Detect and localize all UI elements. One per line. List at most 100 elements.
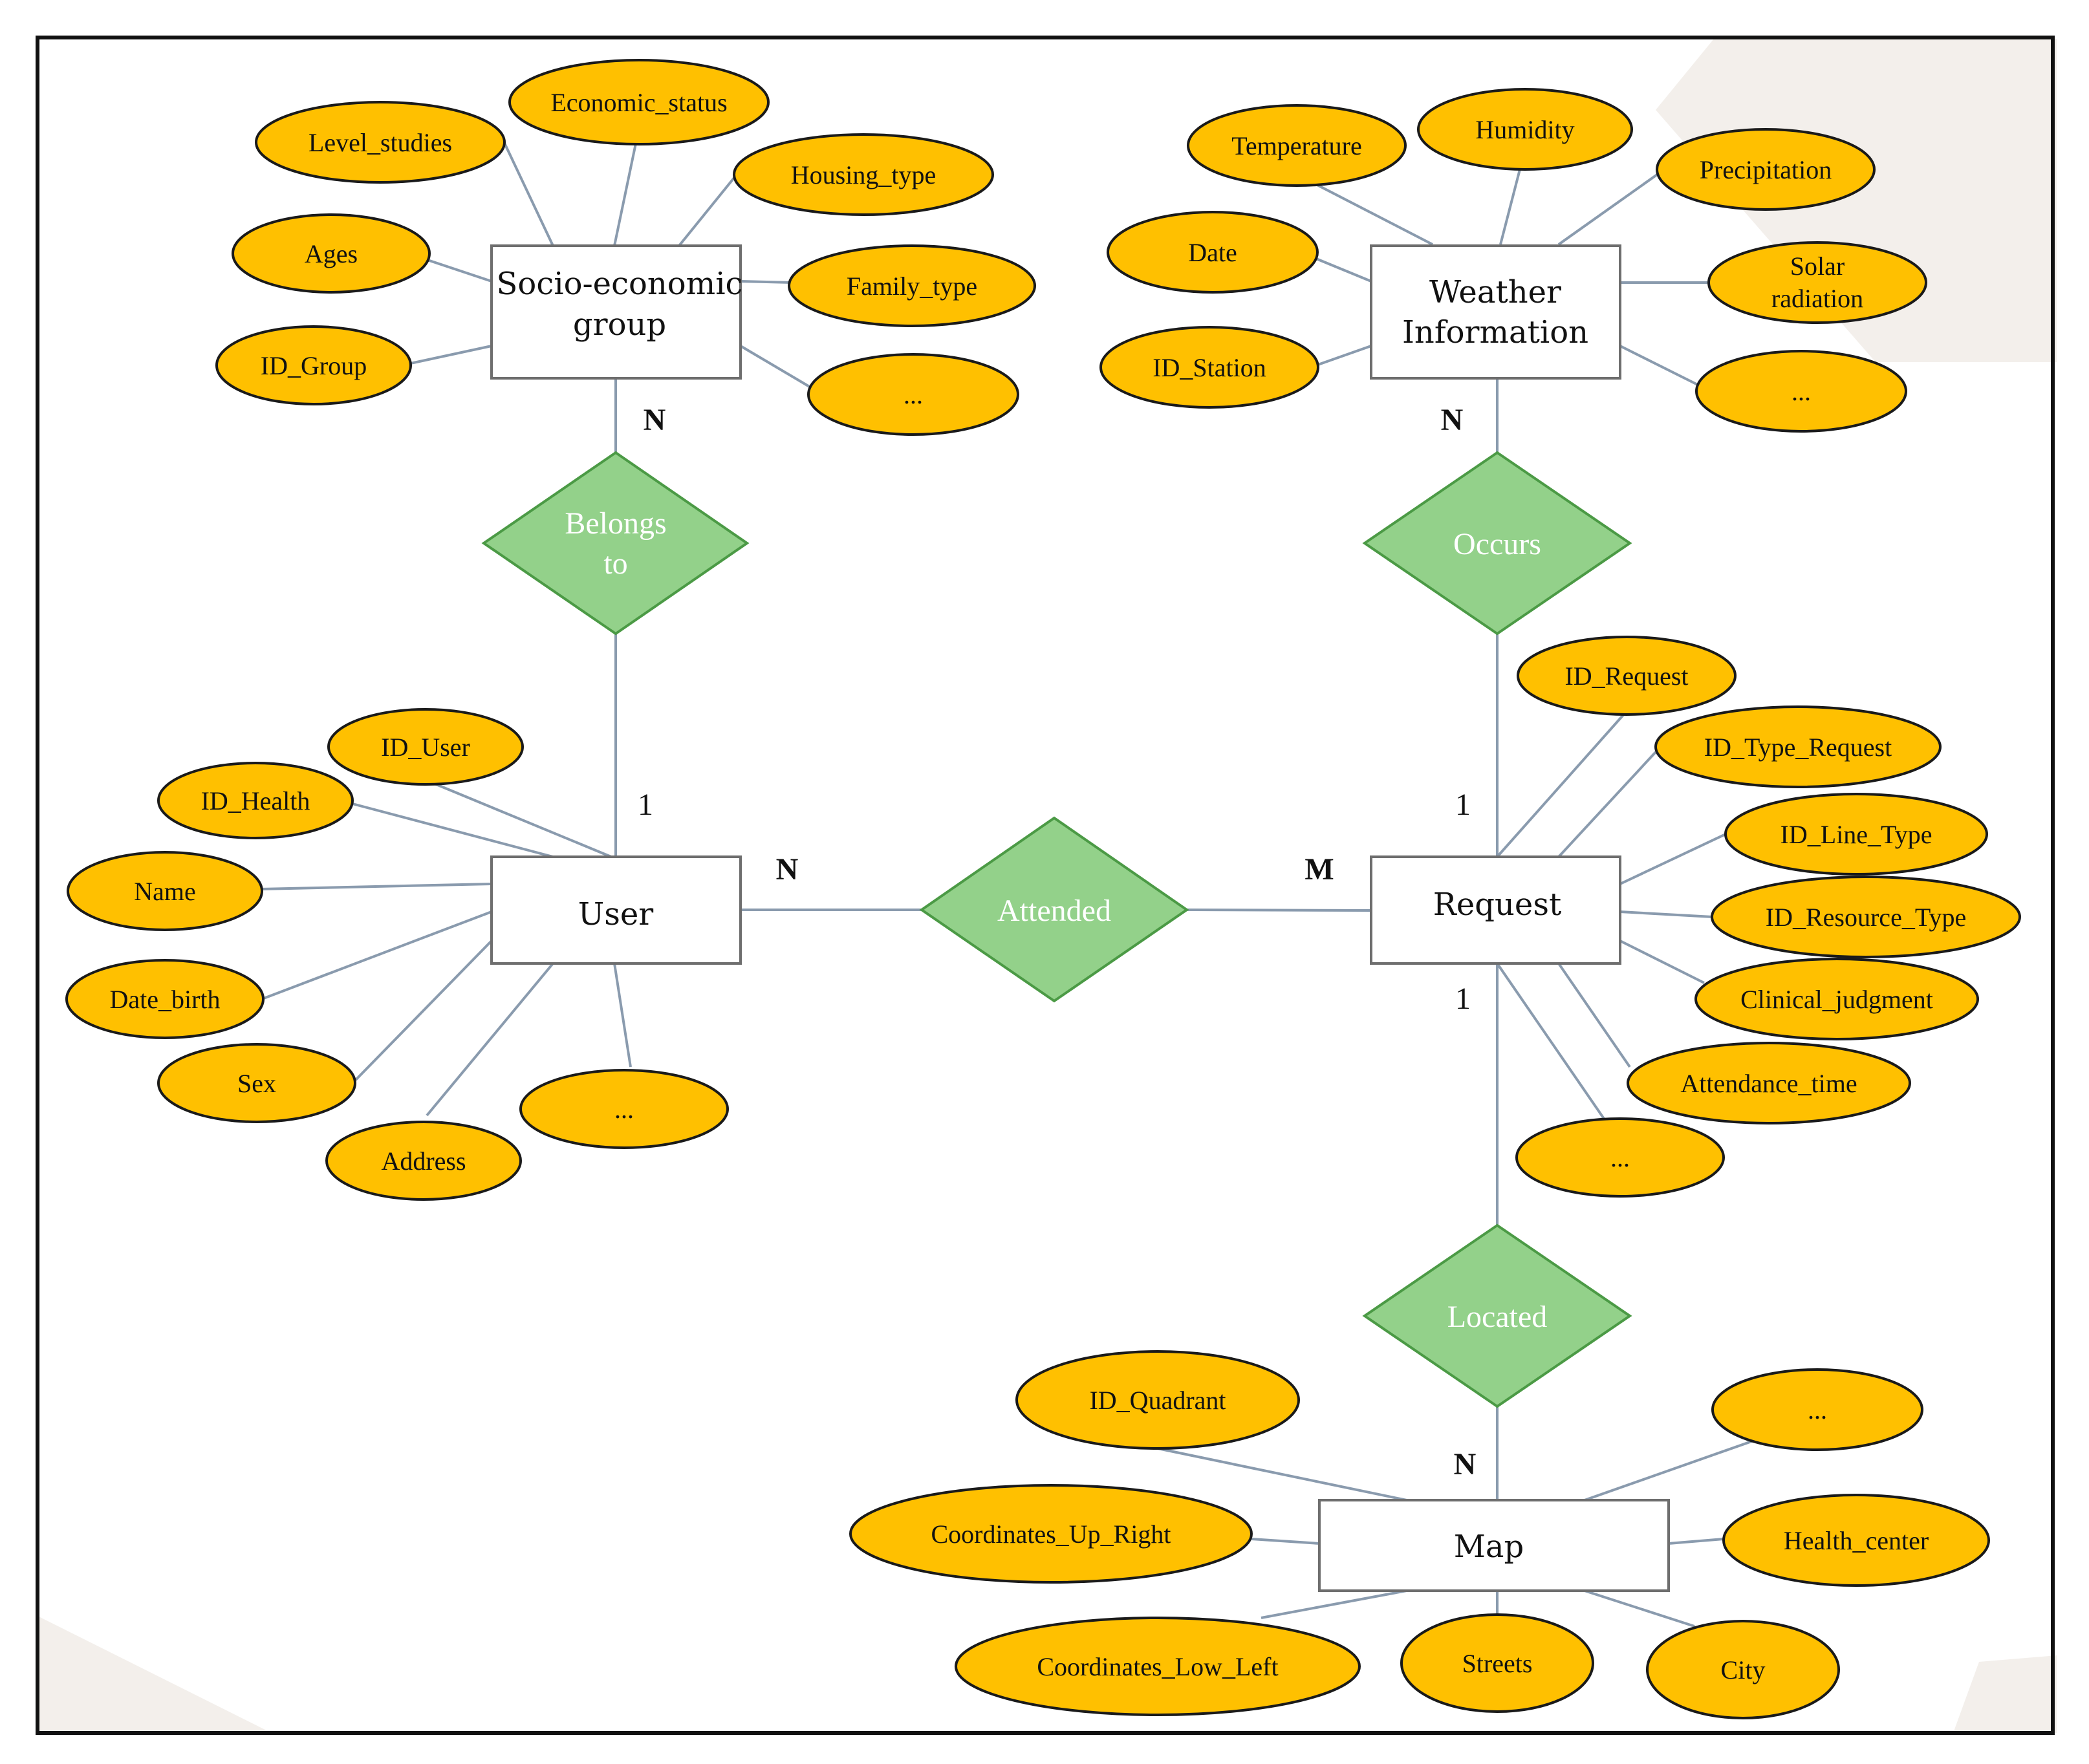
attributes-request: ID_Request ID_Type_Request ID_Line_Type … [1515, 636, 2021, 1198]
attribute-id-station: ID_Station [1099, 326, 1319, 409]
entity-label-line1: Socio-economic [497, 266, 743, 302]
attribute-economic-status: Economic_status [508, 59, 770, 145]
attribute-label: ... [1808, 1395, 1827, 1425]
attribute-date: Date [1107, 211, 1319, 294]
attribute-city: City [1646, 1620, 1840, 1719]
attribute-ages: Ages [232, 213, 431, 294]
attribute-label-line2: radiation [1771, 284, 1863, 313]
attribute-id-resource-type: ID_Resource_Type [1711, 876, 2021, 958]
entity-label-line2: group [573, 307, 666, 343]
cardinality-request-occurs: 1 [1455, 788, 1471, 822]
attribute-address: Address [325, 1121, 522, 1201]
cardinality-user-belongs: 1 [638, 788, 653, 822]
attribute-label: Health_center [1784, 1526, 1929, 1555]
attribute-humidity: Humidity [1417, 88, 1633, 171]
attribute-more: ... [1711, 1368, 1923, 1451]
attribute-label: Humidity [1475, 115, 1574, 144]
relationship-label-line1: Belongs [565, 506, 666, 541]
attributes-socio-economic-group: Economic_status Level_studies Housing_ty… [215, 59, 1036, 436]
entity-socio-economic-group: Socio-economic group [490, 244, 743, 380]
attribute-label: Coordinates_Up_Right [931, 1520, 1171, 1549]
attribute-label: Sex [237, 1069, 276, 1098]
entity-request: Request [1370, 855, 1621, 965]
attribute-label: Ages [305, 239, 358, 268]
attribute-label: ID_Request [1564, 662, 1688, 691]
cardinalities: N 1 N 1 N M 1 N [638, 403, 1477, 1481]
attribute-attendance-time: Attendance_time [1627, 1042, 1911, 1124]
relationship-belongs-to: Belongs to [481, 451, 750, 636]
attribute-label: ID_Quadrant [1089, 1386, 1226, 1415]
attribute-housing-type: Housing_type [733, 133, 994, 216]
relationship-label: Occurs [1453, 527, 1541, 561]
relationship-located: Located [1362, 1223, 1632, 1408]
attribute-solar-radiation: Solar radiation [1707, 241, 1927, 324]
entity-weather-information: Weather Information [1370, 244, 1621, 380]
attribute-id-type-request: ID_Type_Request [1654, 705, 1942, 788]
attribute-label: ID_Health [201, 786, 310, 815]
attribute-date-birth: Date_birth [65, 959, 265, 1039]
attribute-more: ... [519, 1069, 729, 1149]
attribute-label: ID_Station [1153, 353, 1266, 382]
attribute-label: ID_Line_Type [1781, 820, 1932, 849]
entity-label-line2: Information [1402, 314, 1588, 350]
attribute-label: Coordinates_Low_Left [1037, 1652, 1278, 1681]
attribute-clinical-judgment: Clinical_judgment [1694, 958, 1979, 1040]
attribute-precipitation: Precipitation [1656, 128, 1876, 211]
attribute-label: Attendance_time [1680, 1069, 1857, 1098]
attribute-label: Precipitation [1700, 155, 1832, 184]
attribute-more: ... [807, 353, 1019, 436]
attribute-label: Address [381, 1146, 466, 1176]
relationship-occurs: Occurs [1362, 451, 1632, 636]
relationship-label-line2: to [603, 546, 627, 581]
attribute-label: Streets [1462, 1649, 1533, 1678]
diagram-frame [36, 36, 2055, 1735]
attribute-label: ... [904, 380, 923, 409]
attribute-coordinates-low-left: Coordinates_Low_Left [955, 1617, 1361, 1716]
attribute-label: ... [1791, 377, 1811, 406]
entity-map: Map [1318, 1499, 1670, 1592]
attribute-label-line1: Solar [1790, 252, 1845, 281]
attribute-id-health: ID_Health [157, 762, 354, 839]
attribute-temperature: Temperature [1187, 104, 1407, 187]
cardinality-user-attended: N [776, 852, 799, 887]
attribute-label: Date [1188, 238, 1237, 267]
attribute-more: ... [1515, 1117, 1725, 1198]
attributes-map: ID_Quadrant ... Coordinates_Up_Right Hea… [849, 1350, 1990, 1719]
attribute-label: Temperature [1231, 131, 1362, 160]
relationship-label: Located [1447, 1300, 1548, 1334]
attribute-label: ... [614, 1095, 634, 1124]
attribute-label: Economic_status [550, 88, 727, 117]
cardinality-request-located: 1 [1455, 982, 1471, 1016]
entity-label-line1: Weather [1429, 274, 1561, 310]
attribute-label: Clinical_judgment [1740, 985, 1933, 1014]
attribute-sex: Sex [157, 1043, 356, 1123]
attribute-health-center: Health_center [1722, 1494, 1990, 1587]
attribute-label: City [1721, 1655, 1766, 1684]
attribute-label: ID_Resource_Type [1766, 903, 1966, 932]
attribute-label: Housing_type [791, 160, 936, 189]
attribute-more: ... [1695, 350, 1907, 433]
cardinality-map-located: N [1454, 1447, 1477, 1481]
attribute-id-user: ID_User [327, 708, 524, 786]
attribute-label: ... [1610, 1143, 1630, 1172]
relationship-label: Attended [997, 894, 1111, 928]
entity-label: User [578, 896, 653, 932]
connectors [259, 129, 1760, 1628]
entity-label: Request [1433, 887, 1562, 923]
attribute-coordinates-up-right: Coordinates_Up_Right [849, 1484, 1253, 1584]
attribute-label: ID_User [381, 733, 470, 762]
attribute-label: Date_birth [109, 985, 220, 1014]
attribute-id-quadrant: ID_Quadrant [1015, 1350, 1300, 1450]
attribute-id-line-type: ID_Line_Type [1724, 793, 1988, 876]
attributes-user: ID_User ID_Health Name Date_birth Sex Ad… [65, 708, 729, 1201]
attributes-weather-information: Humidity Temperature Precipitation Date … [1099, 88, 1927, 433]
cardinality-weather-occurs: N [1441, 403, 1464, 437]
attribute-label: Family_type [847, 272, 977, 301]
attribute-family-type: Family_type [788, 244, 1036, 327]
attribute-name: Name [67, 851, 263, 931]
attribute-label: Level_studies [308, 128, 452, 157]
entity-user: User [490, 855, 742, 965]
cardinality-request-attended: M [1304, 852, 1334, 887]
relationship-attended: Attended [919, 816, 1189, 1003]
